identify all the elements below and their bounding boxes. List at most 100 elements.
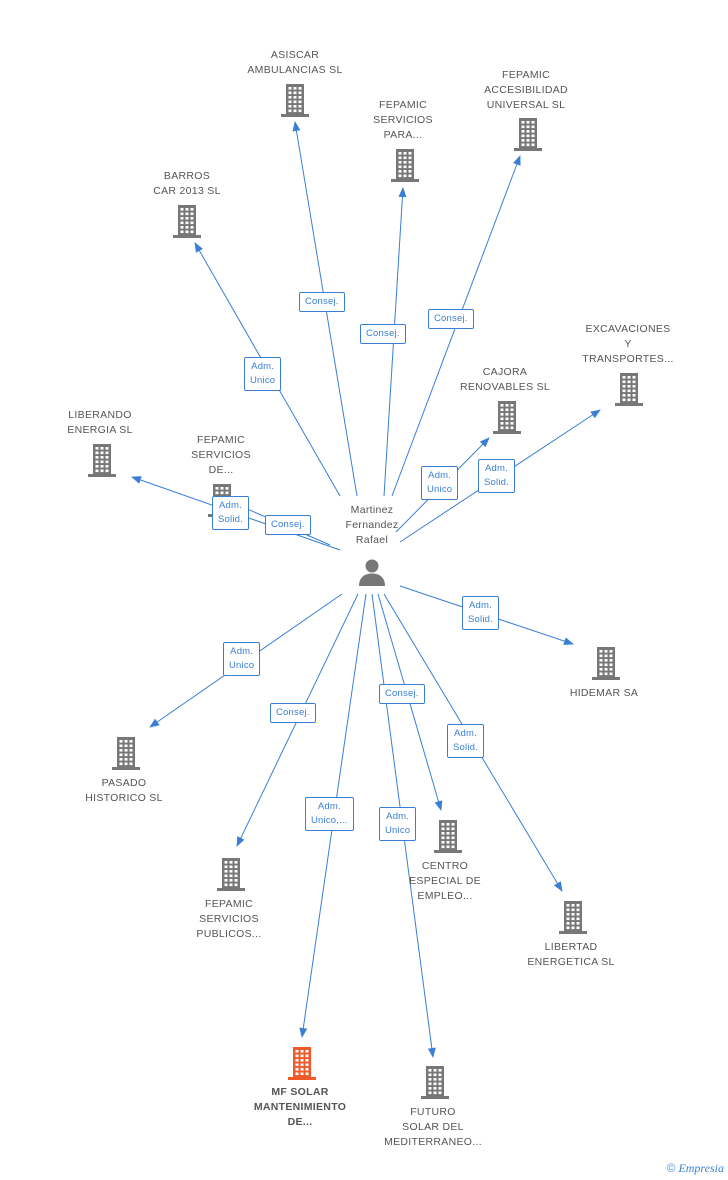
center-name-line: Rafael (355, 534, 389, 546)
company-label-pasado[interactable]: PASADO HISTORICO SL (54, 776, 194, 806)
company-label-line: MF SOLAR (271, 1086, 329, 1098)
relation-text: Consej. (385, 688, 419, 699)
relation-badge-hidemar[interactable]: Adm. Solid. (462, 596, 499, 630)
relation-text: Solid. (453, 742, 478, 753)
relation-text: Solid. (468, 614, 493, 625)
company-label-line: FUTURO (410, 1106, 456, 1118)
company-label-mf-solar[interactable]: MF SOLAR MANTENIMIENTO DE... (230, 1085, 370, 1130)
company-label-line: LIBERTAD (544, 941, 598, 953)
relation-badge-libertad[interactable]: Adm. Solid. (447, 724, 484, 758)
relation-badge-fepamic-publicos[interactable]: Consej. (270, 703, 316, 723)
relation-text: Adm. (230, 646, 254, 657)
relation-text: Consej. (271, 519, 305, 530)
relation-text: Adm. (453, 728, 477, 739)
company-label-barros[interactable]: BARROS CAR 2013 SL (117, 169, 257, 199)
watermark[interactable]: © Empresia (667, 1161, 724, 1176)
company-label-asiscar[interactable]: ASISCAR AMBULANCIAS SL (225, 48, 365, 78)
building-icon[interactable] (513, 117, 543, 156)
company-label-line: LIBERANDO (68, 409, 132, 421)
company-label-line: DE... (287, 1116, 313, 1128)
relation-text: Unico,... (311, 815, 348, 826)
relation-badge-asiscar[interactable]: Consej. (299, 292, 345, 312)
building-icon[interactable] (216, 857, 246, 896)
company-label-line: HISTORICO SL (85, 792, 163, 804)
relation-text: Adm. (386, 811, 410, 822)
building-icon[interactable] (111, 736, 141, 775)
company-label-line: SERVICIOS (373, 114, 433, 126)
relation-text: Consej. (366, 328, 400, 339)
relation-badge-fepamic-de[interactable]: Consej. (265, 515, 311, 535)
company-label-line: PASADO (101, 777, 147, 789)
company-label-line: RENOVABLES SL (459, 381, 551, 393)
company-label-line: DE... (208, 464, 234, 476)
building-icon[interactable] (287, 1046, 317, 1085)
building-icon[interactable] (433, 819, 463, 858)
company-label-line: ACCESIBILIDAD (484, 84, 568, 96)
person-icon[interactable] (357, 558, 387, 591)
building-icon[interactable] (591, 646, 621, 685)
relation-badge-barros[interactable]: Adm. Unico (244, 357, 282, 391)
relation-badge-fepamic-accesibilidad[interactable]: Consej. (428, 309, 474, 329)
relation-text: Solid. (484, 477, 509, 488)
building-icon[interactable] (558, 900, 588, 939)
relation-text: Unico (250, 375, 276, 386)
relation-badge-cajora[interactable]: Adm. Unico (421, 466, 459, 500)
company-label-line: CAJORA (482, 366, 528, 378)
company-label-line: BARROS (163, 170, 211, 182)
relation-badge-liberando[interactable]: Adm.Solid. (212, 496, 249, 530)
company-label-line: FEPAMIC (197, 434, 245, 446)
company-label-line: FEPAMIC (379, 99, 427, 111)
company-label-cajora[interactable]: CAJORA RENOVABLES SL (435, 365, 575, 395)
relation-text: Consej. (434, 313, 468, 324)
building-icon[interactable] (390, 148, 420, 187)
building-icon[interactable] (280, 83, 310, 122)
company-label-line: ESPECIAL DE (409, 875, 481, 887)
relation-badge-fepamic-para[interactable]: Consej. (360, 324, 406, 344)
relation-text: Adm. (251, 361, 275, 372)
company-label-hidemar[interactable]: HIDEMAR SA (534, 686, 674, 701)
relation-badge-futuro[interactable]: Adm. Unico (379, 807, 417, 841)
relation-text: Adm. (428, 470, 452, 481)
company-label-line: FEPAMIC (205, 898, 253, 910)
relation-text: Adm. (468, 600, 492, 611)
relation-text: Unico (427, 484, 453, 495)
company-label-line: SOLAR DEL (402, 1121, 464, 1133)
company-label-line: MEDITERRANEO... (384, 1136, 482, 1148)
relation-badge-mf-solar[interactable]: Adm. Unico,... (305, 797, 354, 831)
building-icon[interactable] (492, 400, 522, 439)
building-icon[interactable] (614, 372, 644, 411)
relation-badge-excavaciones[interactable]: Adm. Solid. (478, 459, 515, 493)
building-icon[interactable] (420, 1065, 450, 1104)
relation-badge-centro[interactable]: Consej. (379, 684, 425, 704)
relation-badge-pasado[interactable]: Adm. Unico (223, 642, 261, 676)
relation-text: Consej. (276, 707, 310, 718)
copyright-symbol: © (666, 1161, 676, 1175)
company-label-line: ASISCAR (270, 49, 320, 61)
company-label-line: AMBULANCIAS SL (247, 64, 343, 76)
company-label-libertad[interactable]: LIBERTAD ENERGETICA SL (501, 940, 641, 970)
building-icon[interactable] (172, 204, 202, 243)
relation-text: Adm. (484, 463, 508, 474)
company-label-line: UNIVERSAL SL (486, 99, 566, 111)
relation-text: Unico (229, 660, 255, 671)
relation-text: Solid. (218, 514, 243, 525)
center-name-line: Martinez (350, 504, 394, 516)
relation-text: Adm. (317, 801, 341, 812)
company-label-line: TRANSPORTES... (582, 353, 674, 365)
relation-text: Unico (385, 825, 411, 836)
company-label-line: Y (624, 338, 632, 350)
company-label-futuro[interactable]: FUTURO SOLAR DEL MEDITERRANEO... (363, 1105, 503, 1150)
company-label-line: CAR 2013 SL (153, 185, 221, 197)
building-icon[interactable] (87, 443, 117, 482)
company-label-line: MANTENIMIENTO (253, 1101, 347, 1113)
company-label-line: ENERGETICA SL (527, 956, 615, 968)
center-person-label[interactable]: Martinez Fernandez Rafael (302, 503, 442, 548)
company-label-line: EMPLEO... (417, 890, 473, 902)
